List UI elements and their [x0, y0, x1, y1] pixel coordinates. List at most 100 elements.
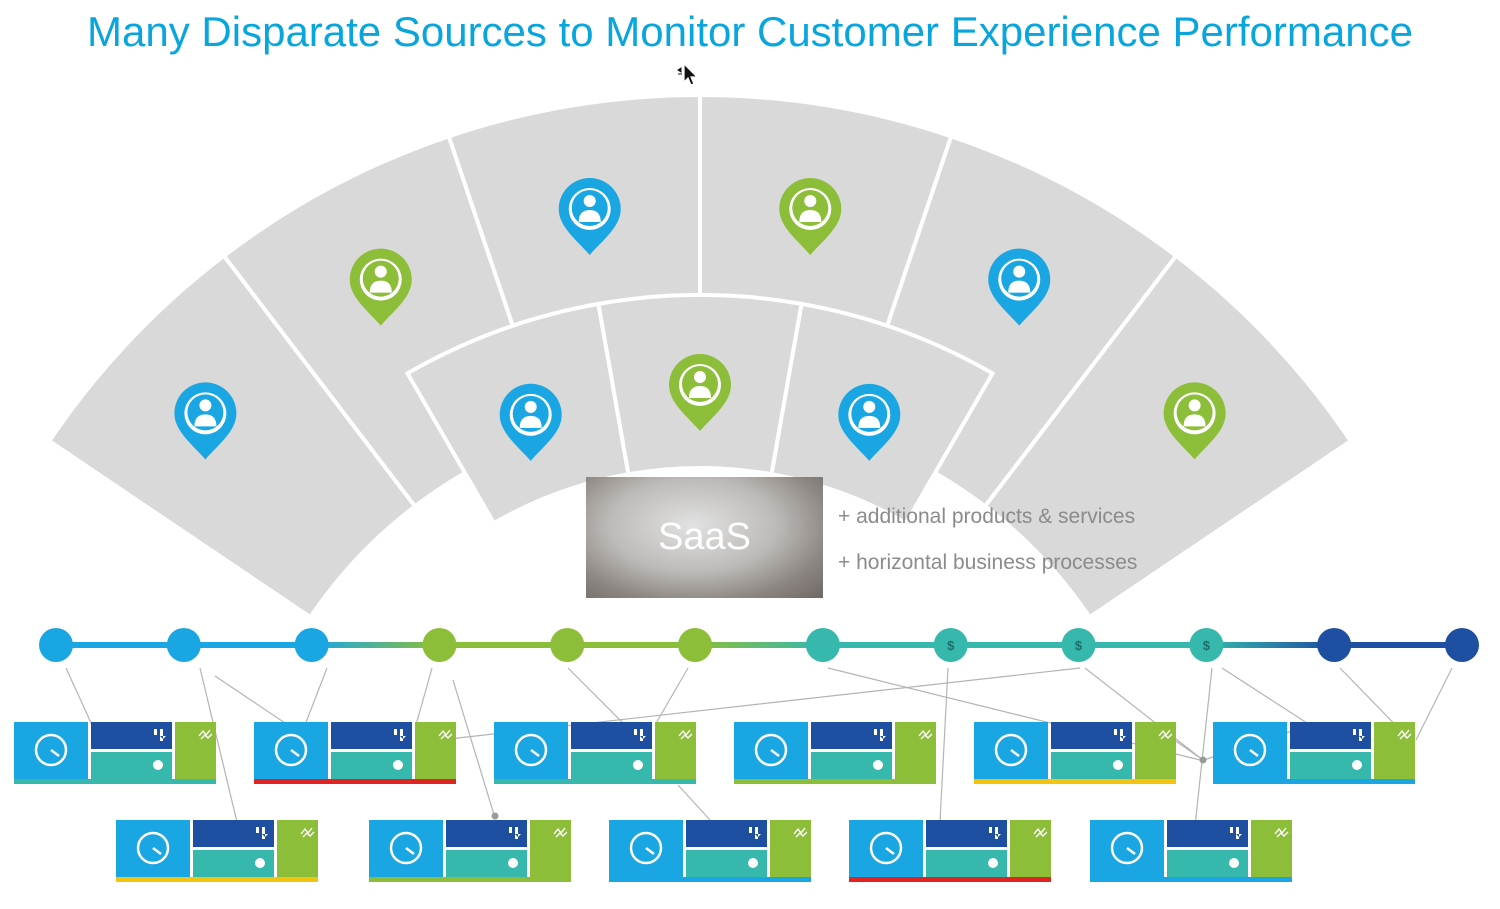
pie-icon: [988, 858, 998, 868]
pie-icon: [255, 858, 265, 868]
sort-down-icon: [509, 827, 521, 839]
trend-icon: [1158, 729, 1173, 740]
widget-status-panel: [1167, 820, 1248, 847]
dollar-icon: $: [1075, 638, 1083, 653]
connector-line: [415, 667, 433, 726]
monitoring-widget: [116, 820, 318, 882]
gauge-icon: [34, 733, 68, 767]
widget-status-panel: [331, 722, 412, 749]
monitoring-widget: [254, 722, 456, 784]
timeline-node: $: [933, 628, 968, 662]
widget-status-panel: [446, 820, 527, 847]
saas-box: SaaS: [586, 477, 823, 598]
customer-dollar-pin-icon: [499, 383, 562, 461]
gauge-icon: [514, 733, 548, 767]
widget-status-panel: [686, 820, 767, 847]
timeline-node: [422, 628, 457, 662]
trend-icon: [300, 827, 315, 838]
journey-timeline: $ $ $: [39, 628, 1479, 662]
connector-line: [1221, 667, 1311, 726]
sort-down-icon: [394, 729, 406, 741]
customer-pin-icon: [1163, 382, 1226, 460]
pie-icon: [1352, 760, 1362, 770]
connector-line: [1084, 667, 1204, 761]
gauge-icon: [629, 831, 663, 865]
trend-icon: [553, 827, 568, 838]
monitoring-widget: [494, 722, 696, 784]
customer-pin-icon: [669, 354, 731, 431]
saas-label: SaaS: [658, 516, 751, 558]
timeline-node: [550, 628, 585, 662]
widget-accent-bar: [116, 877, 318, 882]
timeline-node: $: [1061, 628, 1096, 662]
timeline-node: [678, 628, 713, 662]
connector-junction: [491, 812, 499, 820]
widget-status-panel: [193, 820, 274, 847]
trend-icon: [438, 729, 453, 740]
timeline-node: [166, 628, 201, 662]
pie-icon: [1113, 760, 1123, 770]
outer-segment: [982, 253, 1354, 620]
connector-line: [214, 675, 289, 726]
gauge-icon: [274, 733, 308, 767]
connector-lines: [65, 667, 1453, 827]
widget-status-panel: [1290, 722, 1371, 749]
monitoring-widget: [609, 820, 811, 882]
connector-line: [199, 667, 238, 823]
customer-pin-icon: [779, 178, 842, 256]
dollar-icon: $: [947, 638, 955, 653]
customer-dollar-pin-icon: [174, 382, 237, 460]
trend-icon: [1274, 827, 1289, 838]
sort-down-icon: [749, 827, 761, 839]
widget-accent-bar: [494, 779, 696, 784]
customer-dollar-pin-icon: [988, 248, 1051, 326]
connector-line: [304, 667, 328, 726]
monitoring-widget: [14, 722, 216, 784]
move-cursor-icon: [677, 62, 699, 86]
connector-junction: [1199, 756, 1207, 764]
customer-pin-icon: [349, 248, 412, 326]
monitoring-widget: [1090, 820, 1292, 882]
monitoring-widgets: [14, 722, 1415, 882]
monitoring-widget: [734, 722, 936, 784]
widget-accent-bar: [734, 779, 936, 784]
trend-icon: [678, 729, 693, 740]
gauge-icon: [1233, 733, 1267, 767]
connector-line: [677, 784, 711, 821]
widget-status-panel: [91, 722, 172, 749]
connector-line: [939, 667, 949, 823]
sort-down-icon: [1230, 827, 1242, 839]
trend-icon: [793, 827, 808, 838]
gauge-icon: [136, 831, 170, 865]
pie-icon: [873, 760, 883, 770]
widget-accent-bar: [1090, 877, 1292, 882]
gauge-icon: [994, 733, 1028, 767]
widget-status-panel: [811, 722, 892, 749]
page-title: Many Disparate Sources to Monitor Custom…: [87, 8, 1413, 55]
monitoring-widget: [974, 722, 1176, 784]
connector-line: [1415, 667, 1453, 741]
timeline-node: [805, 628, 840, 662]
sort-down-icon: [1353, 729, 1365, 741]
trend-icon: [1033, 827, 1048, 838]
connector-line: [65, 667, 93, 726]
gauge-icon: [1110, 831, 1144, 865]
timeline-node: [1445, 628, 1479, 662]
monitoring-widget: [849, 820, 1051, 882]
note-additional-products: + additional products & services: [838, 505, 1136, 528]
gauge-icon: [869, 831, 903, 865]
pie-icon: [1229, 858, 1239, 868]
widget-accent-bar: [14, 779, 216, 784]
pie-icon: [748, 858, 758, 868]
timeline-node: $: [1189, 628, 1224, 662]
sort-down-icon: [874, 729, 886, 741]
connector-line: [1194, 667, 1213, 827]
sort-down-icon: [634, 729, 646, 741]
widget-accent-bar: [974, 779, 1176, 784]
customer-segments-arc: [46, 92, 1354, 620]
pie-icon: [508, 858, 518, 868]
connector-line: [452, 679, 496, 819]
timeline-node: [1317, 628, 1352, 662]
sort-down-icon: [154, 729, 166, 741]
